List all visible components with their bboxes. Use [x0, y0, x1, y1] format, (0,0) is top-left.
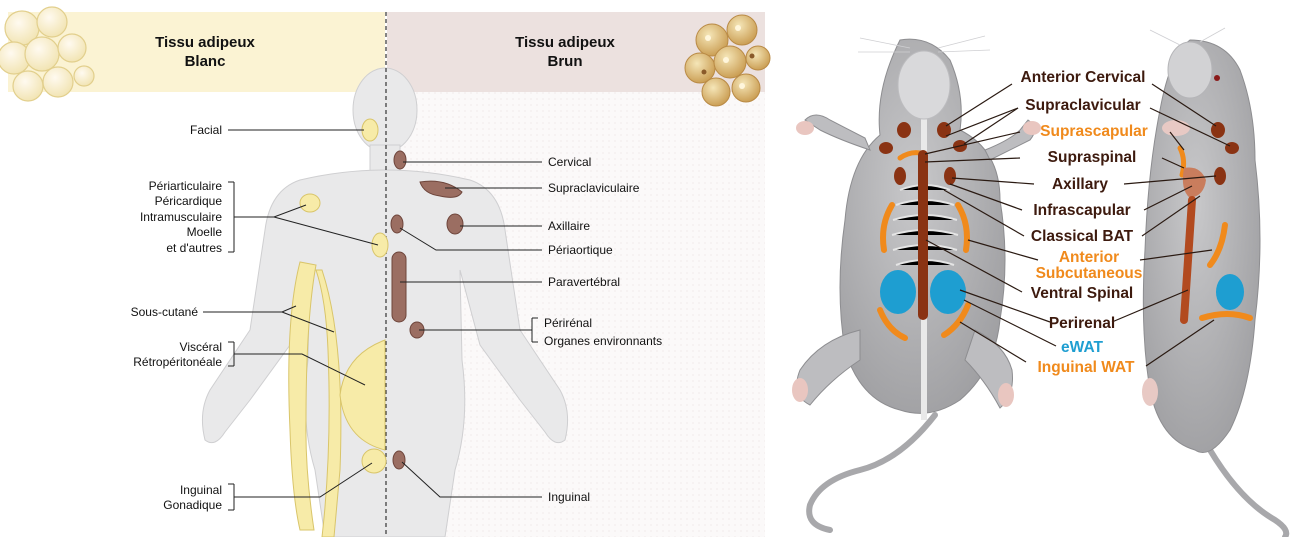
- brown-depot-cervical: [394, 151, 406, 169]
- mouse-label-classical-bat: Classical BAT: [1031, 228, 1134, 245]
- brown-header-line2: Brun: [548, 53, 583, 70]
- label-paravertebral: Paravertébral: [548, 275, 620, 289]
- label-organes-environnants: Organes environnants: [544, 334, 662, 348]
- mouse-depot-supraclavicular-left: [879, 142, 893, 154]
- mouse-label-infrascapular: Infrascapular: [1033, 202, 1130, 219]
- mouse-panel: Anterior Cervical Supraclavicular Supras…: [792, 28, 1286, 537]
- mouse-label-ewat: eWAT: [1061, 339, 1103, 356]
- mouse-label-supraspinal: Supraspinal: [1048, 149, 1137, 166]
- brown-depot-axillary-left: [391, 215, 403, 233]
- mouse-dorsal-depot-supraclavicular: [1225, 142, 1239, 154]
- label-et-dautres: et d'autres: [166, 241, 222, 255]
- label-cervical: Cervical: [548, 155, 591, 169]
- mouse-dorsal-depot-ewat: [1216, 274, 1244, 310]
- mouse-label-axillary: Axillary: [1052, 176, 1108, 193]
- white-depot-facial: [362, 119, 378, 141]
- mouse-depot-ewat-right: [930, 270, 966, 314]
- label-perirenal: Périrénal: [544, 316, 592, 330]
- mouse-label-suprascapular: Suprascapular: [1040, 123, 1148, 140]
- label-sous-cutane: Sous-cutané: [131, 305, 199, 319]
- mouse-label-perirenal: Perirenal: [1049, 315, 1115, 332]
- mouse-depot-ventral-spinal: [918, 150, 928, 320]
- white-depot-periarticular-shoulder: [300, 194, 320, 212]
- label-axillaire: Axillaire: [548, 219, 590, 233]
- mouse-label-inguinal-wat: Inguinal WAT: [1037, 359, 1135, 376]
- label-retroperitoneale: Rétropéritonéale: [133, 355, 222, 369]
- label-periaortique: Périaortique: [548, 243, 613, 257]
- brown-depot-paravertebral: [392, 252, 406, 322]
- human-panel: Tissu adipeux Blanc Tissu adipeux Brun: [0, 7, 770, 537]
- label-periarticulaire: Périarticulaire: [149, 179, 223, 193]
- white-header-line1: Tissu adipeux: [155, 34, 255, 51]
- label-visceral: Viscéral: [180, 340, 222, 354]
- white-depot-inguinal: [362, 449, 386, 473]
- white-depot-pericardial: [372, 233, 388, 257]
- mouse-label-anterior: Anterior: [1059, 249, 1119, 266]
- label-pericardique: Péricardique: [155, 194, 223, 208]
- mouse-depot-axillary-left: [894, 167, 906, 185]
- mouse-depot-axillary-right: [944, 167, 956, 185]
- mouse-label-ventral-spinal: Ventral Spinal: [1031, 285, 1134, 302]
- brown-header-line1: Tissu adipeux: [515, 34, 615, 51]
- label-gonadique: Gonadique: [163, 498, 222, 512]
- label-facial: Facial: [190, 123, 222, 137]
- label-inguinal-white: Inguinal: [180, 483, 222, 497]
- label-inguinal-brown: Inguinal: [548, 490, 590, 504]
- brown-depot-inguinal: [393, 451, 405, 469]
- mouse-depot-anterior-cervical-left: [897, 122, 911, 138]
- label-intramusculaire: Intramusculaire: [140, 210, 222, 224]
- mouse-label-anterior-cervical: Anterior Cervical: [1021, 69, 1146, 86]
- brown-depot-axillary-right: [447, 214, 463, 234]
- mouse-label-subcutaneous: Subcutaneous: [1036, 265, 1143, 282]
- label-supraclaviculaire: Supraclaviculaire: [548, 181, 640, 195]
- white-header-line2: Blanc: [185, 53, 226, 70]
- mouse-dorsal-body: [1142, 28, 1286, 537]
- mouse-label-supraclavicular: Supraclavicular: [1025, 97, 1140, 114]
- mouse-depot-ewat-left: [880, 270, 916, 314]
- label-moelle: Moelle: [187, 225, 223, 239]
- mouse-ventral-body: [792, 36, 1041, 530]
